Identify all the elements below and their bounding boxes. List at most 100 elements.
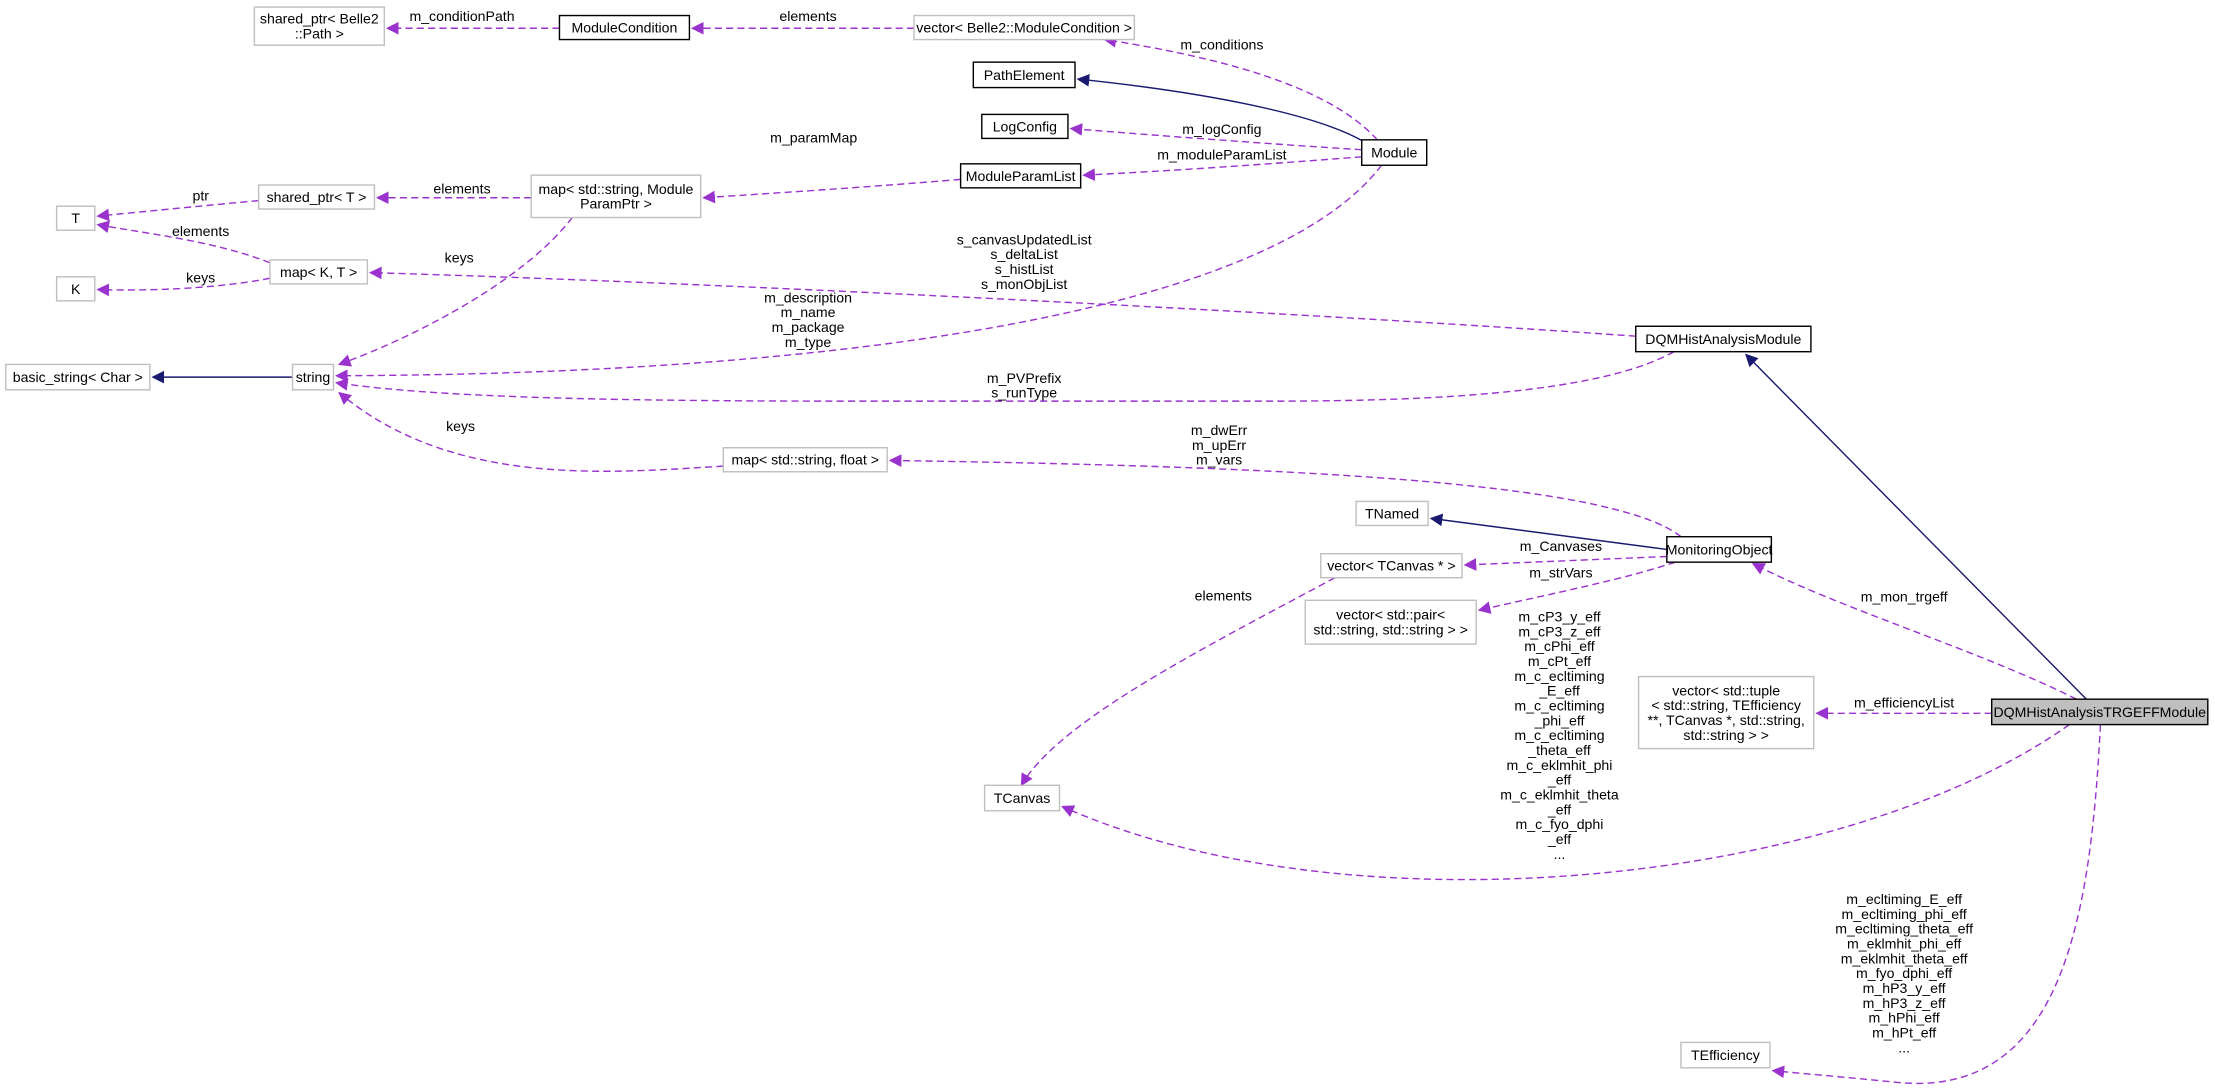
edge-module-to-log_config: m_logConfig: [1069, 121, 1362, 151]
node-dqm-hist-analysis-module[interactable]: DQMHistAnalysisModule: [1635, 325, 1812, 353]
node-map-kt[interactable]: map< K, T >: [269, 259, 369, 285]
edge-label: m_strVars: [1529, 565, 1592, 581]
edge-label: m_conditions: [1180, 36, 1263, 52]
edge-dqm_trgeff_module-to-dqm_hist_analysis_module: [1745, 353, 2087, 700]
node-label: map< std::string, Module: [539, 181, 694, 197]
node-vec-tcanvas[interactable]: vector< TCanvas * >: [1320, 552, 1463, 579]
node-tcanvas[interactable]: TCanvas: [983, 784, 1061, 812]
usage-arrow: [337, 217, 573, 367]
edge-module-to-vec_module_condition: m_conditions: [1103, 35, 1378, 141]
node-module[interactable]: Module: [1361, 139, 1428, 166]
node-box[interactable]: [913, 14, 1136, 41]
usage-arrow: [1061, 724, 2070, 881]
node-box[interactable]: [959, 163, 1082, 189]
node-vec-module-condition[interactable]: vector< Belle2::ModuleCondition >: [913, 14, 1136, 41]
node-tefficiency[interactable]: TEfficiency: [1680, 1041, 1771, 1069]
usage-arrow: [888, 454, 1682, 538]
usage-arrow: [702, 178, 961, 204]
node-label: < std::string, TEfficiency: [1651, 697, 1802, 713]
node-box[interactable]: [1304, 599, 1477, 645]
usage-arrow: [338, 391, 724, 472]
edge-label: m_hP3_y_eff: [1863, 980, 1946, 996]
usage-arrow: [96, 220, 271, 264]
node-box[interactable]: [1355, 500, 1429, 527]
edge-label: m_c_eklmhit_theta: [1500, 786, 1619, 802]
edge-label: elements: [172, 223, 229, 239]
node-box[interactable]: [269, 259, 369, 285]
node-label: std::string > >: [1683, 727, 1768, 743]
node-vec-pair[interactable]: vector< std::pair<std::string, std::stri…: [1304, 599, 1477, 645]
edge-label: m_eklmhit_theta_eff: [1841, 950, 1968, 966]
node-t[interactable]: T: [55, 205, 96, 231]
node-sp-t[interactable]: shared_ptr< T >: [257, 184, 376, 210]
node-monitoring-object[interactable]: MonitoringObject: [1666, 536, 1773, 563]
node-vec-tuple[interactable]: vector< std::tuple< std::string, TEffici…: [1637, 675, 1815, 750]
edge-label: m_vars: [1196, 452, 1242, 468]
edge-label: m_mon_trgeff: [1861, 589, 1948, 605]
edge-map_kt-to-t: elements: [96, 220, 271, 264]
edge-label: m_cPhi_eff: [1524, 638, 1594, 654]
node-box[interactable]: [55, 205, 96, 231]
node-box[interactable]: [1635, 325, 1812, 353]
node-sp-path[interactable]: shared_ptr< Belle2::Path >: [253, 6, 386, 46]
node-box[interactable]: [722, 447, 888, 473]
node-path-element[interactable]: PathElement: [972, 61, 1076, 89]
edge-label: m_logConfig: [1182, 121, 1261, 137]
node-box[interactable]: [981, 113, 1069, 140]
node-string[interactable]: string: [291, 363, 335, 391]
node-box[interactable]: [55, 276, 96, 302]
node-label: ParamPtr >: [580, 196, 652, 212]
node-box[interactable]: [1666, 536, 1773, 563]
node-basic-string[interactable]: basic_string< Char >: [5, 363, 151, 391]
node-k[interactable]: K: [55, 276, 96, 302]
node-box[interactable]: [1990, 698, 2209, 726]
node-label: PathElement: [984, 67, 1065, 83]
node-box[interactable]: [257, 184, 376, 210]
usage-arrow: [96, 277, 271, 297]
usage-arrow: [96, 199, 259, 222]
node-box[interactable]: [5, 363, 151, 391]
edge-label: ...: [1554, 846, 1566, 862]
edge-label: m_c_ecltiming: [1514, 727, 1604, 743]
edge-label: s_deltaList: [990, 246, 1058, 262]
edge-label: ...: [1898, 1039, 1910, 1055]
edge-label: s_runType: [991, 385, 1057, 401]
edge-map_kt-to-k: keys: [96, 269, 271, 297]
node-box[interactable]: [983, 784, 1061, 812]
node-box[interactable]: [1361, 139, 1428, 166]
node-box[interactable]: [1637, 675, 1815, 750]
node-label: vector< std::pair<: [1336, 607, 1445, 623]
edge-label: m_name: [781, 304, 836, 320]
node-label: shared_ptr< Belle2: [260, 11, 379, 27]
node-box[interactable]: [291, 363, 335, 391]
edge-label: m_eklmhit_phi_eff: [1847, 935, 1961, 951]
node-box[interactable]: [1320, 552, 1463, 579]
node-module-param-list[interactable]: ModuleParamList: [959, 163, 1082, 189]
node-module-condition[interactable]: ModuleCondition: [558, 14, 691, 41]
node-box[interactable]: [253, 6, 386, 46]
usage-arrow: [1103, 35, 1378, 141]
node-tnamed[interactable]: TNamed: [1355, 500, 1429, 527]
usage-arrow: [1751, 562, 2077, 700]
edge-label: m_conditionPath: [409, 8, 514, 24]
node-label: MonitoringObject: [1666, 541, 1773, 557]
nodes-layer: shared_ptr< Belle2::Path > ModuleConditio…: [5, 6, 2209, 1069]
node-box[interactable]: [558, 14, 691, 41]
node-label: vector< Belle2::ModuleCondition >: [916, 19, 1132, 35]
node-label: TCanvas: [994, 790, 1050, 806]
edge-label: ptr: [192, 188, 209, 204]
node-label: vector< std::tuple: [1672, 682, 1780, 698]
node-log-config[interactable]: LogConfig: [981, 113, 1069, 140]
node-dqm-trgeff-module[interactable]: DQMHistAnalysisTRGEFFModule: [1990, 698, 2209, 726]
node-box[interactable]: [530, 174, 702, 219]
inheritance-arrow: [1076, 73, 1364, 142]
usage-arrow: [1069, 123, 1362, 151]
node-box[interactable]: [1680, 1041, 1771, 1069]
usage-arrow: [368, 266, 1636, 337]
edge-label: s_monObjList: [981, 276, 1067, 292]
edge-label: elements: [1195, 587, 1252, 603]
node-map-string-float[interactable]: map< std::string, float >: [722, 447, 888, 473]
node-box[interactable]: [972, 61, 1076, 89]
